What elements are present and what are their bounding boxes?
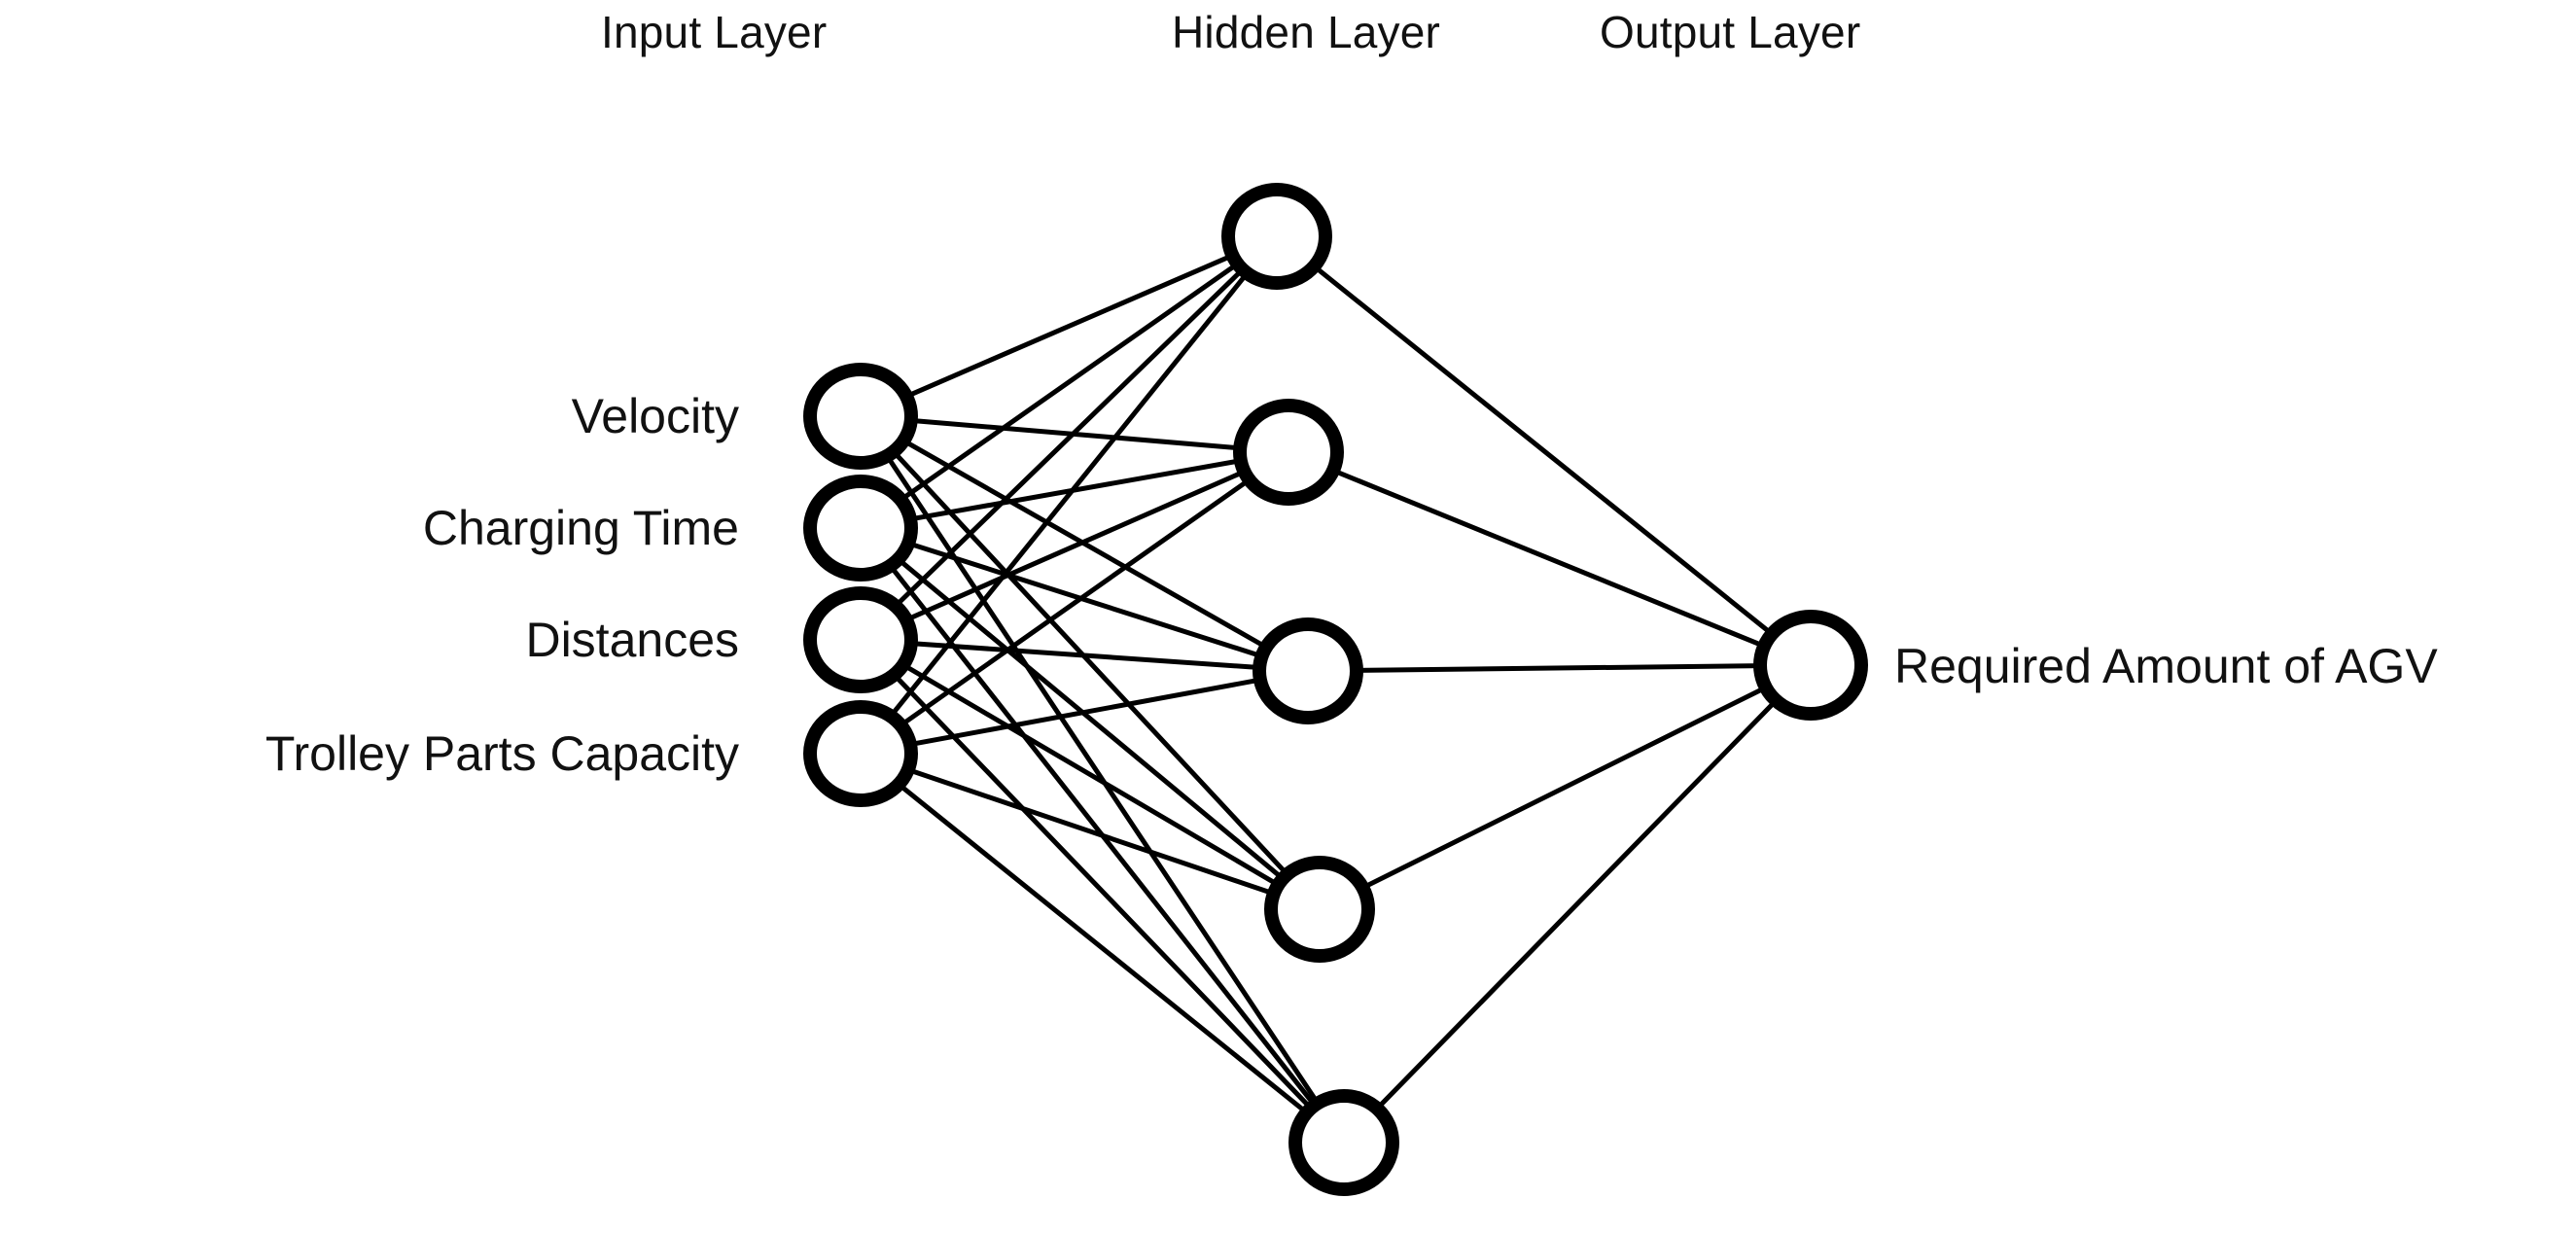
edge-input-1-hidden-0 (898, 261, 1241, 503)
hidden-node-1 (1233, 399, 1344, 506)
input-node-1 (803, 475, 918, 582)
edge-input-1-hidden-2 (905, 541, 1265, 659)
hidden-node-4 (1288, 1089, 1399, 1196)
edge-input-2-hidden-4 (892, 672, 1314, 1111)
edges-hidden-to-output (1311, 264, 1779, 1111)
edge-hidden-0-output-0 (1311, 264, 1775, 637)
input-label-trolley-parts-capacity: Trolley Parts Capacity (265, 726, 739, 781)
edges-input-to-hidden (884, 253, 1321, 1115)
hidden-node-0 (1221, 183, 1332, 290)
layer-title-hidden: Hidden Layer (1172, 7, 1441, 57)
edge-input-0-hidden-3 (891, 448, 1290, 877)
hidden-node-3 (1264, 856, 1375, 963)
edge-hidden-2-output-0 (1354, 663, 1763, 673)
input-node-3 (803, 700, 918, 807)
edge-input-1-hidden-3 (896, 556, 1286, 882)
output-layer-nodes (1753, 610, 1868, 721)
edge-input-2-hidden-1 (903, 469, 1248, 622)
layer-title-output: Output Layer (1600, 7, 1861, 57)
input-label-velocity: Velocity (571, 389, 739, 443)
hidden-node-2 (1253, 617, 1363, 724)
edge-input-2-hidden-2 (908, 641, 1262, 671)
input-label-charging-time: Charging Time (422, 501, 739, 555)
edge-input-3-hidden-4 (896, 782, 1310, 1115)
edge-hidden-4-output-0 (1374, 697, 1779, 1111)
edge-hidden-1-output-0 (1330, 468, 1767, 649)
output-label-required-amount-of-agv: Required Amount of AGV (1894, 639, 2438, 693)
edge-input-3-hidden-0 (888, 270, 1250, 719)
input-node-0 (803, 363, 918, 470)
edge-hidden-3-output-0 (1359, 685, 1769, 891)
input-node-2 (803, 586, 918, 693)
edge-input-3-hidden-1 (898, 476, 1253, 728)
edge-input-3-hidden-2 (907, 677, 1263, 748)
edge-input-2-hidden-0 (893, 266, 1246, 609)
edge-input-2-hidden-3 (900, 662, 1281, 888)
input-label-distances: Distances (525, 613, 739, 667)
output-node-0 (1753, 610, 1868, 721)
layer-title-input: Input Layer (601, 7, 828, 57)
input-layer-nodes (803, 363, 918, 807)
edge-input-0-hidden-0 (903, 253, 1235, 400)
edge-input-3-hidden-3 (905, 767, 1277, 897)
hidden-layer-nodes (1221, 183, 1399, 1196)
